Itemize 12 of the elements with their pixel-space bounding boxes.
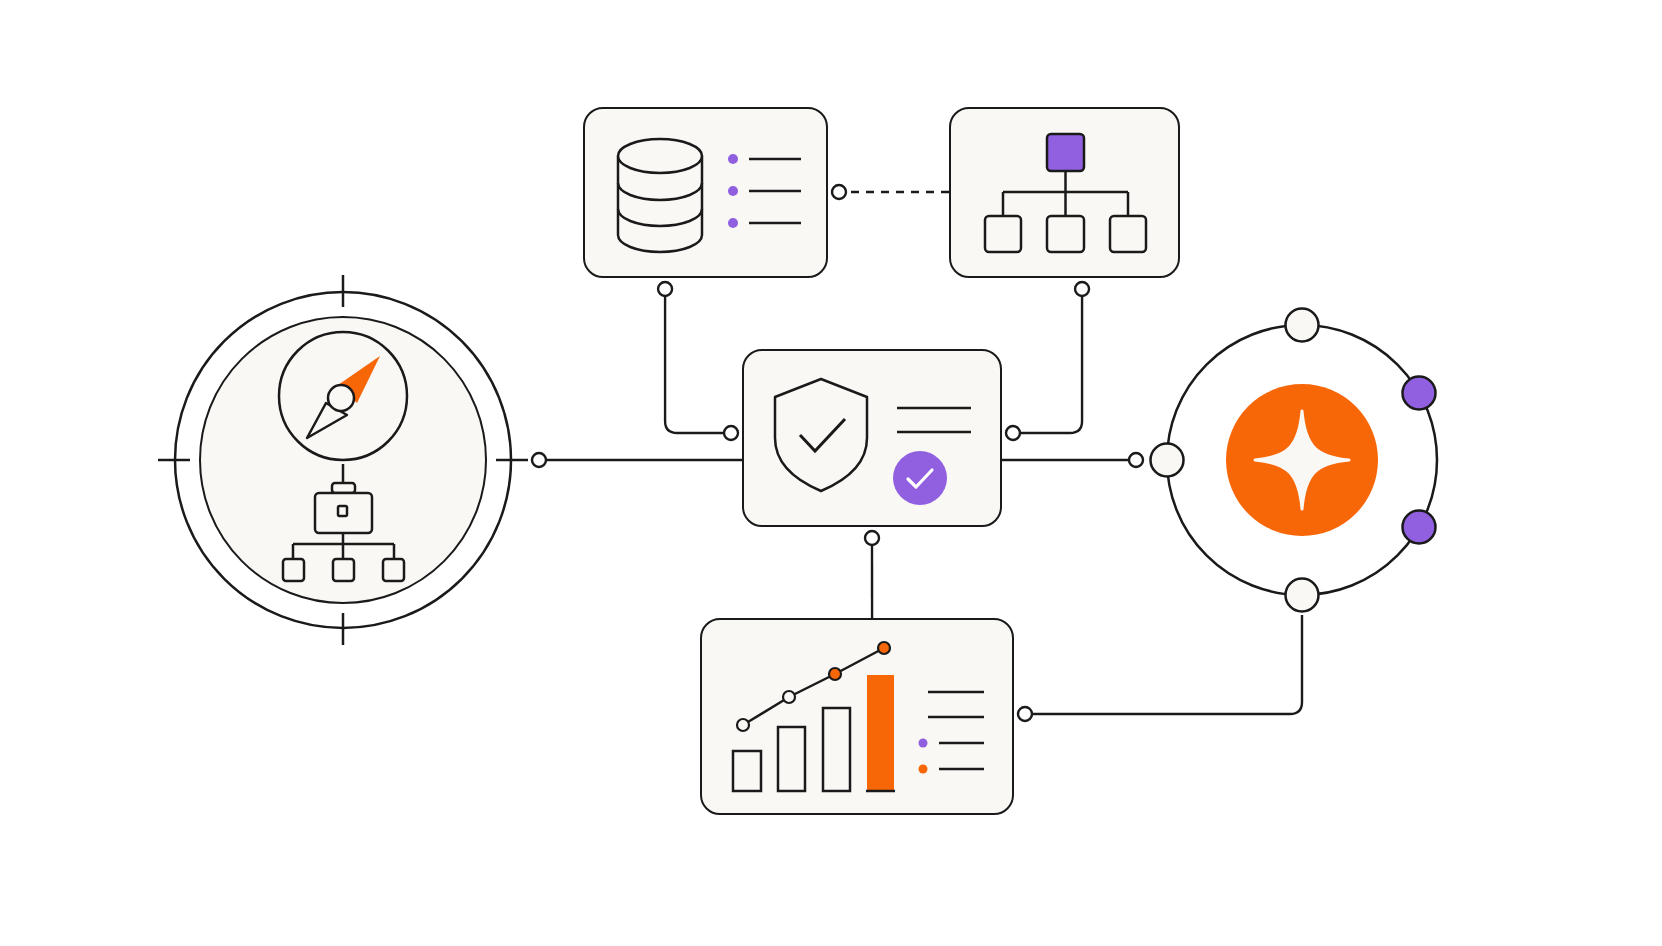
dashed-connector-line (830, 183, 949, 201)
connector-line (863, 529, 881, 618)
connector-line (1002, 451, 1145, 469)
shield-card (742, 349, 1002, 527)
connector-line (1004, 280, 1091, 442)
connector-line (1016, 615, 1304, 723)
connector-line (530, 451, 742, 469)
chart-card (700, 618, 1014, 815)
connector-line (656, 280, 740, 442)
database-card (583, 107, 828, 278)
crosshair-ring (158, 275, 528, 645)
hierarchy-card (949, 107, 1180, 278)
